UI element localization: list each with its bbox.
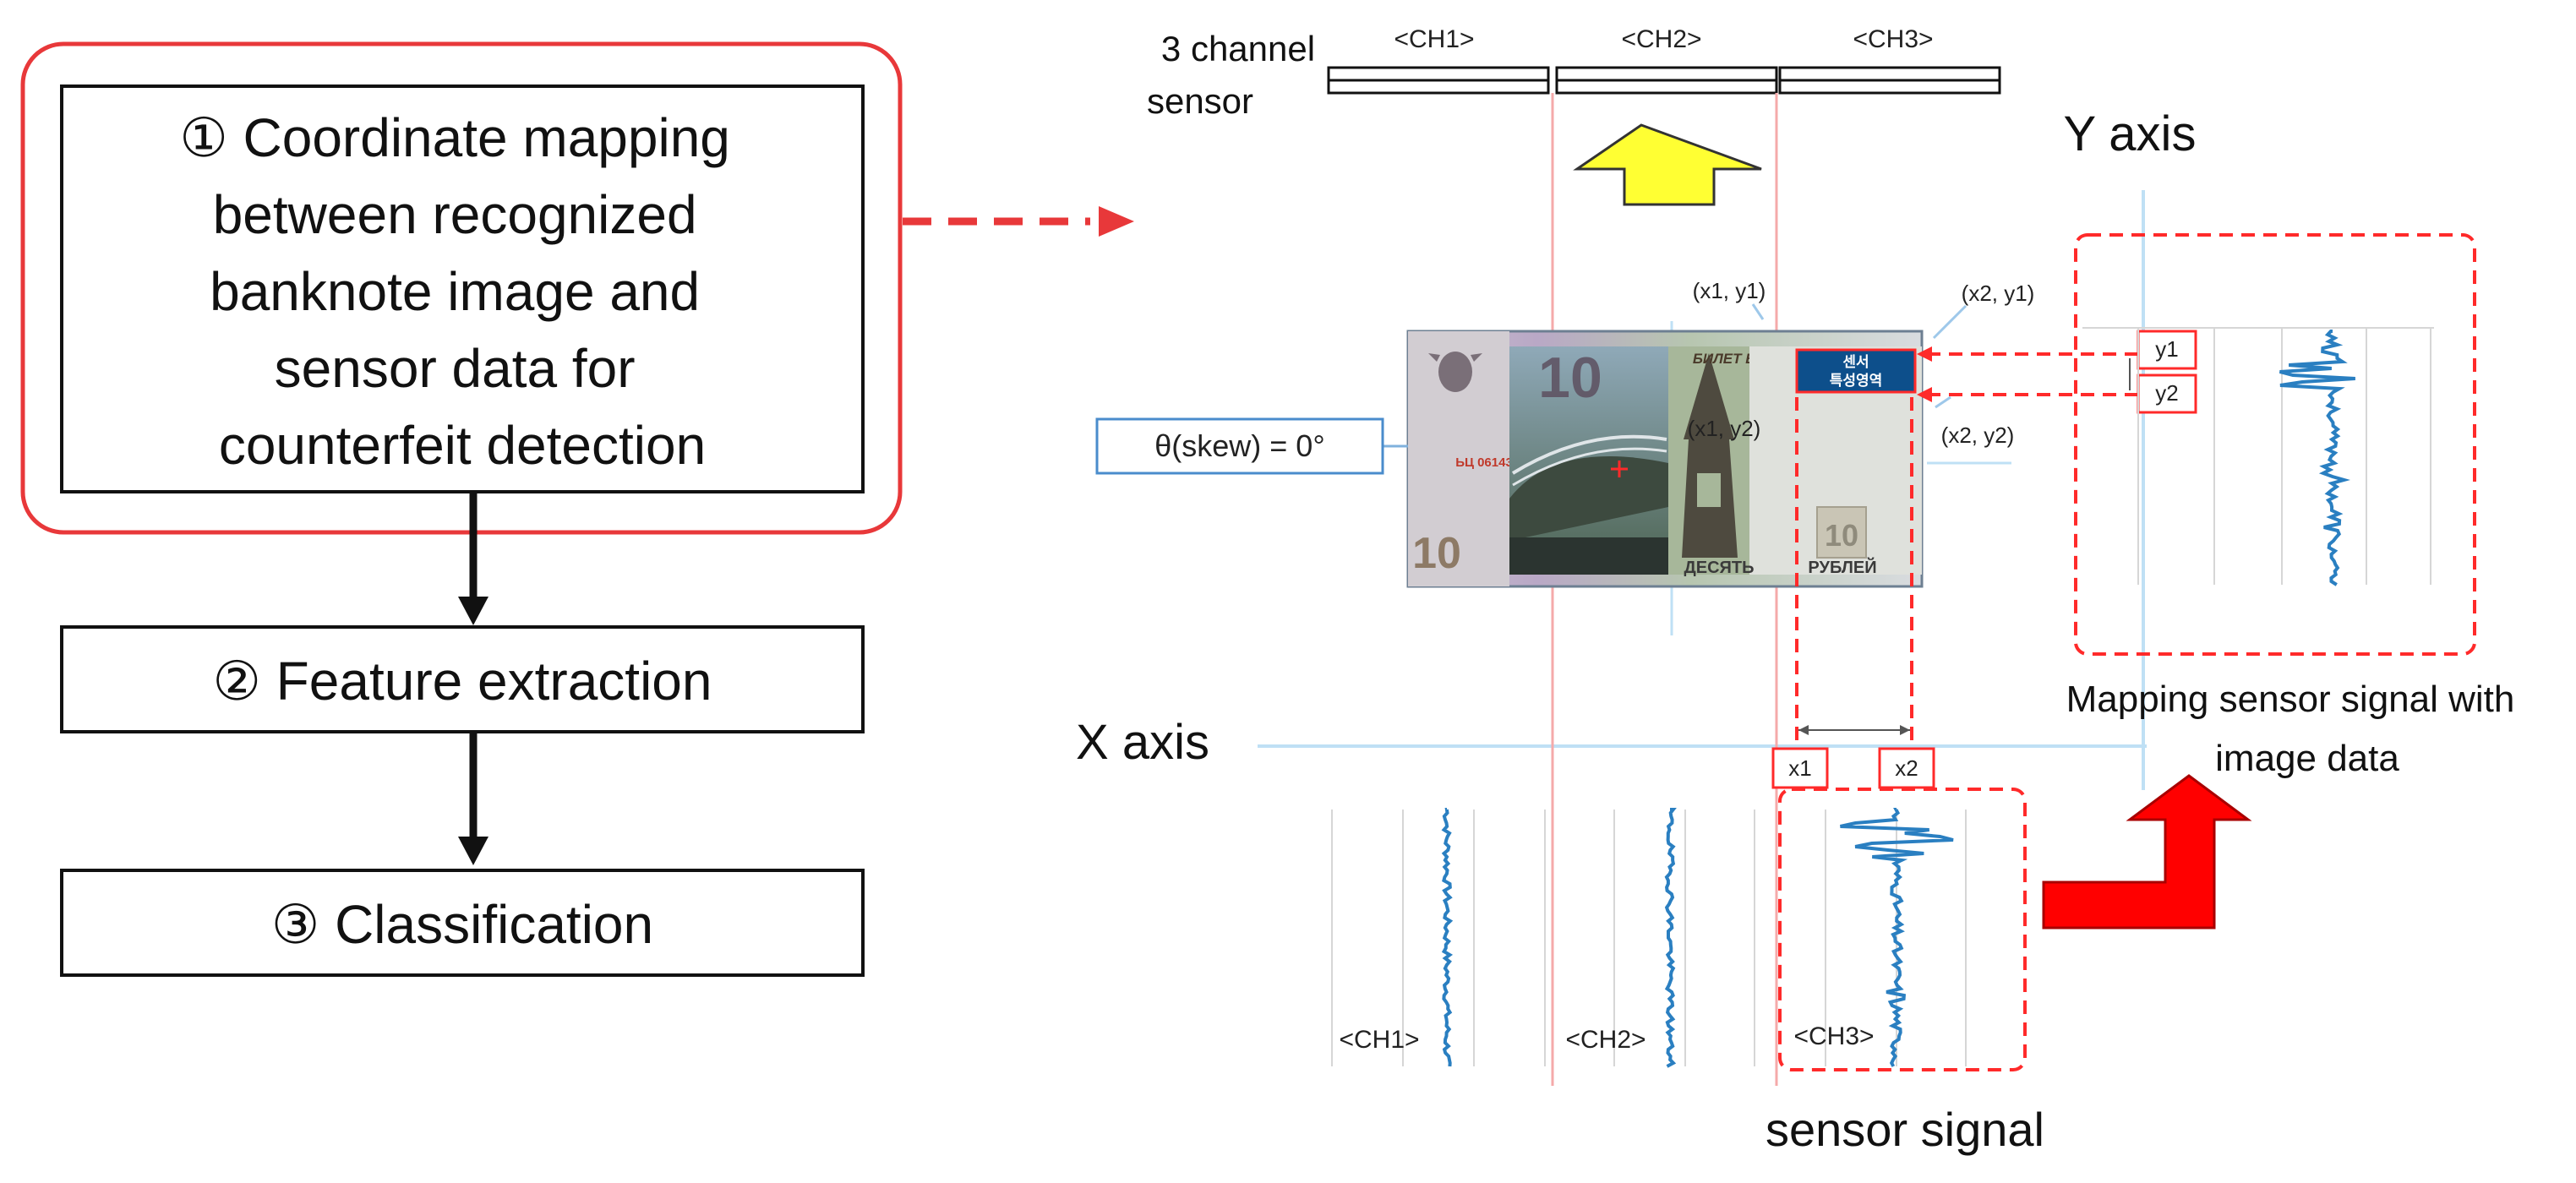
sensor-region-box xyxy=(1795,348,1917,394)
step1-line-4: sensor data for xyxy=(275,338,636,399)
axis-guides: Y axis X axis xyxy=(1076,93,2196,1086)
step1-line-2: between recognized xyxy=(213,184,697,245)
banknote-image: ЬЦ 06143 10 10 БИЛЕТ БАН 10 ДЕСЯТЬ РУБЛЕ… xyxy=(1406,330,1924,588)
y-signal-trace xyxy=(2279,330,2355,586)
sensor-group: 3 channel sensor <CH1> <CH2> <CH3> xyxy=(1147,25,2001,206)
watermark-denomination: 10 xyxy=(1825,518,1858,553)
x1-box xyxy=(1771,747,1829,789)
coord-x1y2: (x1, y2) xyxy=(1688,416,1761,441)
signal-ch1-label: <CH1> xyxy=(1339,1026,1419,1054)
sensor-signal-caption: sensor signal xyxy=(1766,1103,2044,1156)
mapping-dashed-lines xyxy=(1778,233,2476,1071)
mapping-caption-line1: Mapping sensor signal with xyxy=(2066,679,2515,720)
skew-box xyxy=(1095,417,1384,475)
banknote-denomination-large: 10 xyxy=(1538,346,1602,410)
step1-text: ① Coordinate mapping between recognized … xyxy=(179,107,745,476)
ch2-signal-trace xyxy=(1664,808,1677,1068)
sensor-region-label-2: 특성영역 xyxy=(1830,373,1883,389)
mapping-direction-arrow-icon xyxy=(2042,774,2252,930)
watermark-area xyxy=(1816,506,1867,559)
sensor-bar xyxy=(1327,66,2001,95)
x-signal-region-box xyxy=(1778,788,2027,1071)
skew-label: θ(skew) = 0° xyxy=(1154,428,1324,463)
step1-line-3: banknote image and xyxy=(210,261,700,322)
x-axis-label: X axis xyxy=(1076,715,1209,770)
coord-x2y2: (x2, y2) xyxy=(1941,422,2015,448)
mapping-caption-line2: image data xyxy=(2215,738,2399,779)
flow-arrow-1-2-head xyxy=(458,597,488,625)
signal-ch2-label: <CH2> xyxy=(1565,1026,1645,1054)
flow-arrow-2-3-head xyxy=(458,837,488,865)
step1-box xyxy=(60,84,865,493)
ch3-signal-trace xyxy=(1840,808,1954,1067)
banknote-bottom-text-1: ДЕСЯТЬ xyxy=(1684,559,1755,577)
y2-box xyxy=(2137,373,2197,414)
banknote-serial: ЬЦ 06143 xyxy=(1455,455,1513,470)
coord-x2y1: (x2, y1) xyxy=(1962,281,2035,306)
coord-x1y1: (x1, y1) xyxy=(1693,278,1766,303)
y-signal-region-box xyxy=(2074,233,2476,656)
x2-label: x2 xyxy=(1895,755,1918,781)
step2-text: ② Feature extraction xyxy=(213,651,712,711)
ch1-signal-trace xyxy=(1441,808,1454,1067)
sensor-ch2-label: <CH2> xyxy=(1621,25,1701,53)
x-signal-plot: <CH1> <CH2> <CH3> xyxy=(1331,808,1967,1068)
step1-line-1: ① Coordinate mapping xyxy=(179,107,730,168)
y2-label: y2 xyxy=(2155,380,2178,406)
step1-line-5: counterfeit detection xyxy=(219,415,706,476)
sensor-title-line2: sensor xyxy=(1147,81,1253,121)
flow-chart: ① Coordinate mapping between recognized … xyxy=(20,41,1134,977)
mapping-arrowhead-2 xyxy=(1917,387,1932,402)
mapping-link-head xyxy=(1099,206,1134,237)
banknote-bottom-text-2: РУБЛЕЙ xyxy=(1808,557,1876,577)
sensor-ch3-label: <CH3> xyxy=(1853,25,1933,53)
banknote-denomination-small: 10 xyxy=(1412,529,1461,578)
skew-callout: θ(skew) = 0° xyxy=(1095,417,1408,475)
chapel-icon xyxy=(1682,353,1738,558)
step2-box xyxy=(60,625,865,733)
sensor-title-line1: 3 channel xyxy=(1161,29,1315,68)
y-axis-label: Y axis xyxy=(2064,106,2197,161)
sensor-region-label-1: 센서 xyxy=(1842,354,1869,370)
x-markers: x1 x2 xyxy=(1771,725,1935,789)
signal-ch3-label: <CH3> xyxy=(1793,1022,1874,1050)
y-signal-plot xyxy=(2082,327,2434,586)
step3-text: ③ Classification xyxy=(271,894,653,955)
sensor-ch1-label: <CH1> xyxy=(1394,25,1474,53)
step1-highlight-frame xyxy=(20,41,903,535)
y-markers: y1 y2 xyxy=(2129,330,2197,414)
x1-label: x1 xyxy=(1788,755,1811,781)
feed-direction-arrow-icon xyxy=(1573,123,1762,206)
mapping-arrowhead-1 xyxy=(1917,346,1932,362)
eagle-emblem-icon xyxy=(1428,352,1482,392)
step3-box xyxy=(60,869,865,977)
x2-box xyxy=(1878,747,1935,789)
coordinate-labels: (x1, y1) (x2, y1) (x1, y2) (x2, y2) xyxy=(1688,278,2035,448)
y1-label: y1 xyxy=(2155,336,2178,362)
